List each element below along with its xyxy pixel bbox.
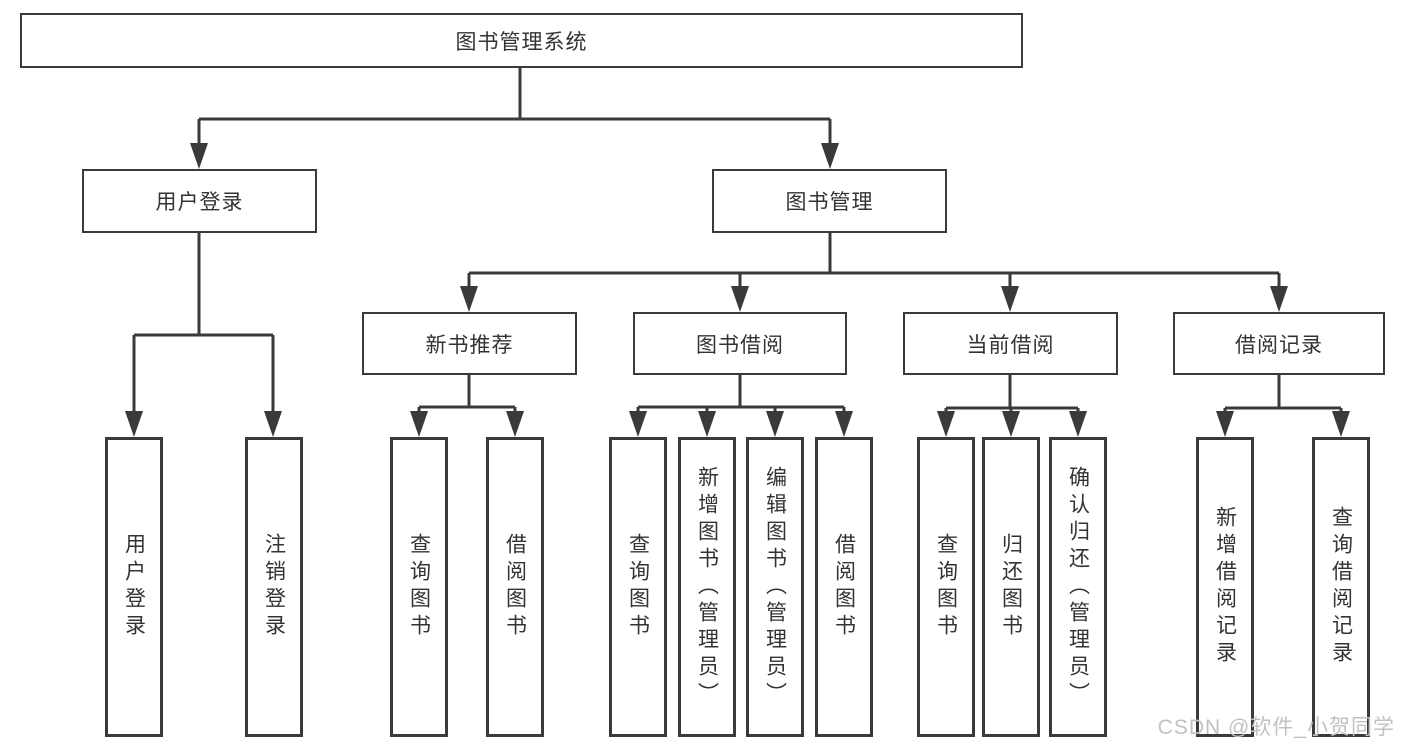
leaf-edit-book-admin: 编辑图书（管理员） — [746, 437, 804, 737]
node-borrowing-records: 借阅记录 — [1173, 312, 1385, 375]
arrowheads — [125, 143, 1350, 437]
node-label: 确认归还（管理员） — [1066, 465, 1090, 709]
node-label: 当前借阅 — [966, 333, 1055, 357]
node-current-borrowing: 当前借阅 — [903, 312, 1118, 375]
leaf-user-login: 用户登录 — [105, 437, 163, 737]
leaf-borrow-books: 借阅图书 — [815, 437, 873, 737]
leaf-borrow-books-recommend: 借阅图书 — [486, 437, 544, 737]
node-label: 新书推荐 — [425, 333, 514, 357]
leaf-query-books-borrowing: 查询图书 — [609, 437, 667, 737]
csdn-watermark: CSDN @软件_小贺同学 — [1157, 716, 1395, 739]
node-label: 新增图书（管理员） — [695, 465, 719, 709]
leaf-query-books-current: 查询图书 — [917, 437, 975, 737]
leaf-add-borrow-record: 新增借阅记录 — [1196, 437, 1254, 737]
node-user-login: 用户登录 — [82, 169, 317, 233]
node-label: 借阅图书 — [503, 533, 527, 641]
leaf-query-books-recommend: 查询图书 — [390, 437, 448, 737]
node-label: 图书管理 — [785, 191, 874, 214]
leaf-query-borrow-record: 查询借阅记录 — [1312, 437, 1370, 737]
leaf-add-book-admin: 新增图书（管理员） — [678, 437, 736, 737]
node-label: 借阅图书 — [832, 533, 856, 641]
leaf-logout: 注销登录 — [245, 437, 303, 737]
node-label: 查询图书 — [626, 533, 650, 641]
node-book-borrowing: 图书借阅 — [633, 312, 847, 375]
node-label: 查询图书 — [934, 533, 958, 641]
node-label: 查询图书 — [407, 533, 431, 641]
node-book-management: 图书管理 — [712, 169, 947, 233]
leaf-return-book: 归还图书 — [982, 437, 1040, 737]
leaf-confirm-return-admin: 确认归还（管理员） — [1049, 437, 1107, 737]
node-label: 图书借阅 — [696, 333, 784, 357]
node-label: 注销登录 — [262, 533, 286, 641]
node-label: 查询借阅记录 — [1329, 506, 1353, 668]
node-label: 用户登录 — [122, 533, 146, 641]
node-label: 新增借阅记录 — [1213, 506, 1237, 668]
node-label: 借阅记录 — [1235, 333, 1323, 357]
node-label: 图书管理系统 — [455, 30, 588, 54]
node-new-book-recommendation: 新书推荐 — [362, 312, 577, 375]
node-label: 归还图书 — [999, 533, 1023, 641]
node-label: 用户登录 — [155, 191, 244, 214]
node-label: 编辑图书（管理员） — [763, 465, 787, 709]
node-library-management-system: 图书管理系统 — [20, 13, 1023, 68]
